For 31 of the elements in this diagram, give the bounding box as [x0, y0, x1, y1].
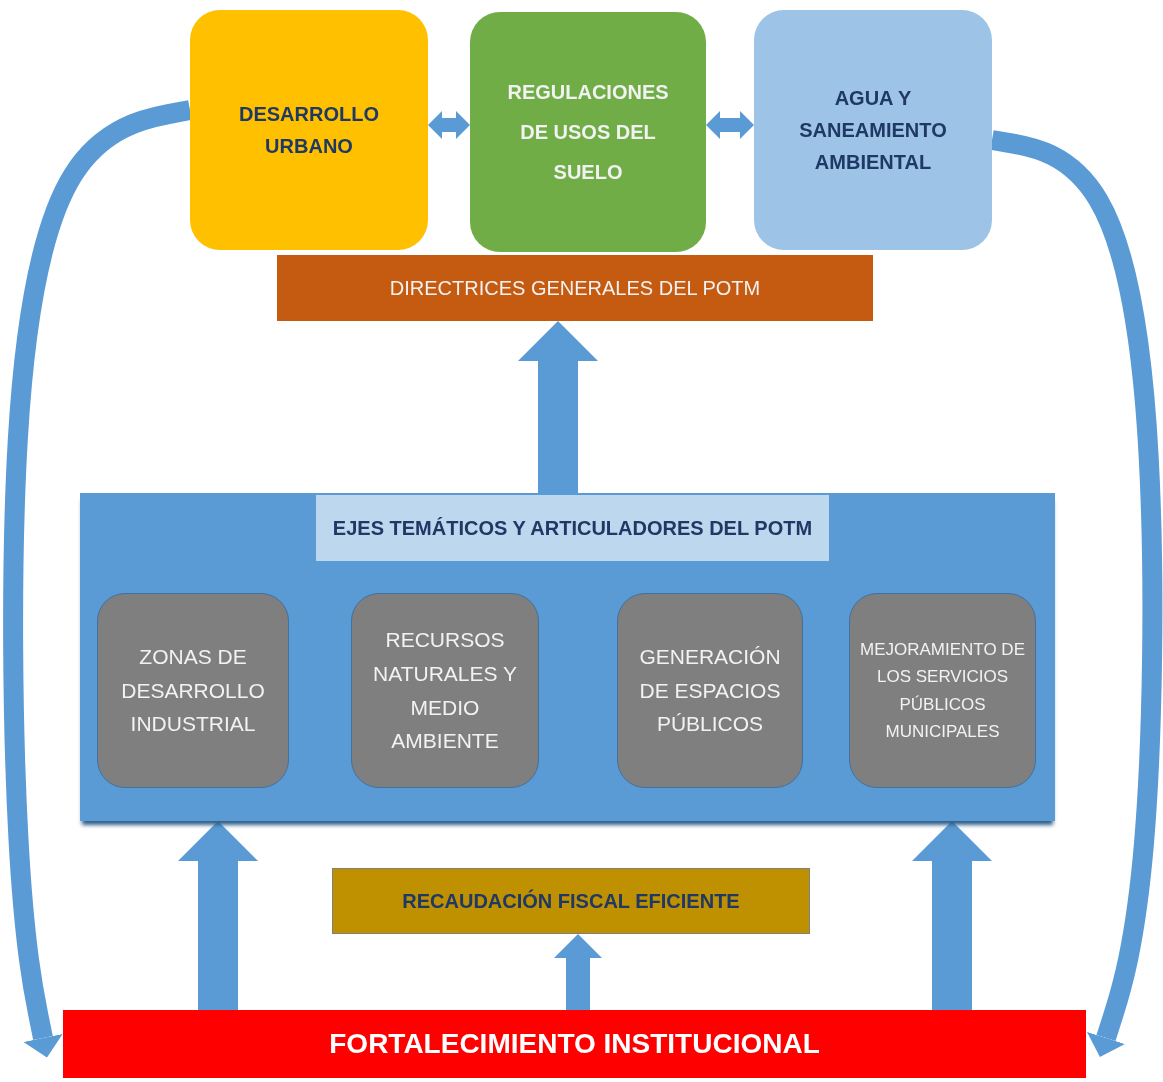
box-label: ZONAS DE DESARROLLO INDUSTRIAL: [120, 644, 266, 738]
bar-label: RECAUDACIÓN FISCAL EFICIENTE: [402, 888, 740, 914]
bar-label: FORTALECIMIENTO INSTITUCIONAL: [329, 1026, 820, 1061]
bar-label: DIRECTRICES GENERALES DEL POTM: [389, 276, 761, 301]
topic-box: [754, 10, 992, 250]
topic-box: [190, 10, 428, 250]
bar-label: EJES TEMÁTICOS Y ARTICULADORES DEL POTM: [332, 516, 813, 541]
theme-box: [617, 593, 803, 788]
fiscal-bar: [332, 868, 810, 934]
box-label: DESARROLLO URBANO: [238, 102, 380, 159]
box-label: GENERACIÓN DE ESPACIOS PÚBLICOS: [638, 644, 782, 738]
foundation-bar: [63, 1010, 1086, 1078]
box-label: AGUA Y SANEAMIENTO AMBIENTAL: [798, 86, 948, 175]
block-arrow: [990, 130, 1163, 1058]
block-arrow: [706, 111, 754, 139]
theme-box: [849, 593, 1036, 788]
box-label: REGULACIONES DE USOS DEL SUELO: [507, 80, 669, 185]
block-arrow: [428, 111, 470, 139]
block-arrow: [554, 934, 602, 1010]
block-arrow: [518, 321, 598, 493]
block-arrow: [912, 821, 992, 1010]
box-label: MEJORAMIENTO DE LOS SERVICIOS PÚBLICOS MUNICIPALES: [859, 639, 1026, 743]
block-arrow: [3, 100, 192, 1058]
block-arrow: [178, 821, 258, 1010]
topic-box: [470, 12, 706, 252]
guidelines-bar: [277, 255, 873, 321]
axes-panel: [80, 493, 1055, 821]
box-label: RECURSOS NATURALES Y MEDIO AMBIENTE: [372, 627, 518, 755]
panel-heading: [316, 495, 829, 561]
theme-box: [97, 593, 289, 788]
theme-box: [351, 593, 539, 788]
